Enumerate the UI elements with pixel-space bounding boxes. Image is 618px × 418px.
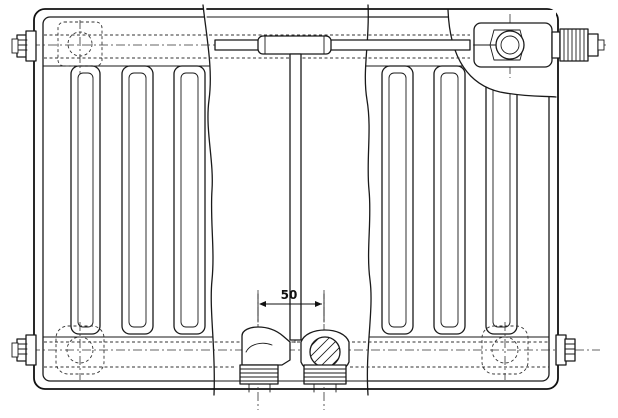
fin-right-2 <box>433 65 466 335</box>
t-fitting <box>257 35 332 55</box>
bottom-connection-fitting <box>239 326 350 393</box>
internal-pipe <box>214 35 471 341</box>
left-bottom-plug <box>11 334 37 366</box>
valve-head-threads <box>559 28 589 62</box>
left-threaded-connector <box>239 364 279 393</box>
horizontal-distribution-pipe <box>214 39 471 51</box>
fin-right-1 <box>381 65 414 335</box>
dimension-annotation: 50 <box>257 288 325 323</box>
left-top-plug <box>11 30 37 62</box>
right-threaded-connector <box>303 364 347 393</box>
hidden-boss-top-left <box>57 21 103 67</box>
fin-left-2 <box>121 65 154 335</box>
fin-right-3 <box>485 65 518 335</box>
right-bottom-plug <box>555 334 576 366</box>
fin-left-1 <box>70 65 101 335</box>
break-line-right <box>364 4 372 396</box>
vertical-pipe <box>289 53 302 341</box>
valve-port-circle <box>495 30 525 60</box>
break-line-left <box>202 4 215 396</box>
convector-fins <box>70 65 518 335</box>
left-connection-elbow <box>241 326 291 366</box>
fin-left-3 <box>173 65 206 335</box>
dimension-value: 50 <box>281 288 298 302</box>
cutaway-area <box>203 5 372 395</box>
thermostatic-valve <box>473 22 605 68</box>
cutaway-section <box>202 4 372 396</box>
